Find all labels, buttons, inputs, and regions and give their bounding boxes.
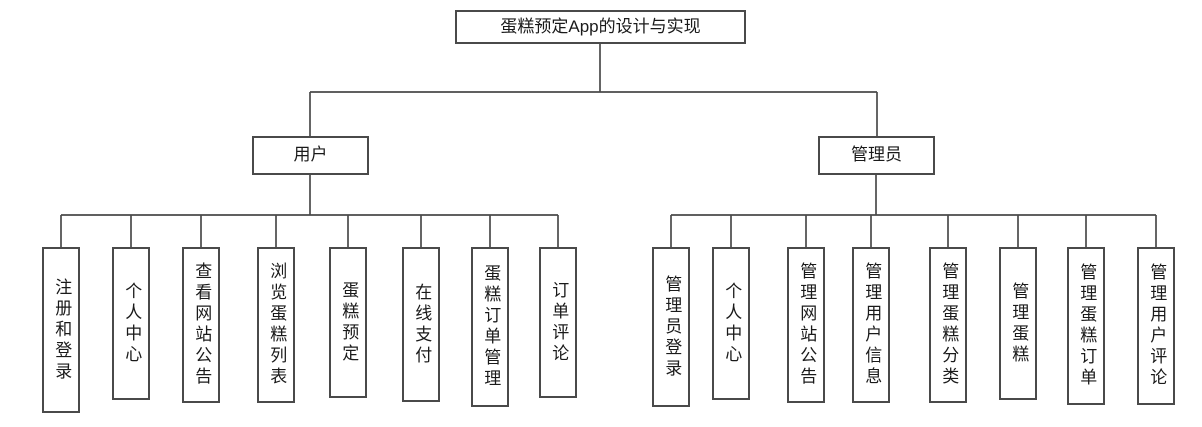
leaf-node-admin-manage-cake-categories: 管理蛋糕分类 [929,247,967,403]
leaf-node-admin-manage-site-announcements: 管理网站公告 [787,247,825,403]
root-node: 蛋糕预定App的设计与实现 [455,10,746,44]
leaf-node-user-cake-booking: 蛋糕预定 [329,247,367,398]
leaf-label: 蛋糕订单管理 [481,264,501,390]
leaf-node-user-register-login: 注册和登录 [42,247,80,413]
leaf-node-admin-manage-user-info: 管理用户信息 [852,247,890,403]
leaf-node-admin-manage-cake-orders: 管理蛋糕订单 [1067,247,1105,405]
leaf-node-admin-personal-center: 个人中心 [712,247,750,400]
leaf-label: 蛋糕预定 [339,280,359,365]
leaf-node-user-view-site-announcements: 查看网站公告 [182,247,220,403]
leaf-label: 管理蛋糕订单 [1077,263,1097,389]
leaf-node-user-online-payment: 在线支付 [402,247,440,402]
branch-node-user-label: 用户 [293,145,328,165]
leaf-label: 管理蛋糕分类 [939,262,959,388]
leaf-label: 个人中心 [722,281,742,366]
leaf-label: 管理用户评论 [1147,263,1167,389]
leaf-node-user-browse-cake-list: 浏览蛋糕列表 [257,247,295,403]
leaf-node-admin-manage-user-comments: 管理用户评论 [1137,247,1175,405]
leaf-node-user-cake-order-management: 蛋糕订单管理 [471,247,509,407]
leaf-node-user-personal-center: 个人中心 [112,247,150,400]
root-node-label: 蛋糕预定App的设计与实现 [500,16,701,36]
leaf-node-user-order-comments: 订单评论 [539,247,577,398]
leaf-node-admin-manage-cakes: 管理蛋糕 [999,247,1037,400]
leaf-label: 查看网站公告 [192,262,212,388]
leaf-label: 个人中心 [122,281,142,366]
leaf-node-admin-login: 管理员登录 [652,247,690,407]
branch-node-admin: 管理员 [818,136,935,175]
leaf-label: 管理员登录 [662,274,682,380]
leaf-label: 在线支付 [412,282,432,367]
leaf-label: 注册和登录 [52,277,72,383]
leaf-label: 订单评论 [549,280,569,365]
leaf-label: 浏览蛋糕列表 [267,262,287,388]
leaf-label: 管理网站公告 [797,262,817,388]
branch-node-admin-label: 管理员 [851,145,902,165]
branch-node-user: 用户 [252,136,369,175]
leaf-label: 管理蛋糕 [1009,281,1029,366]
leaf-label: 管理用户信息 [862,262,882,388]
